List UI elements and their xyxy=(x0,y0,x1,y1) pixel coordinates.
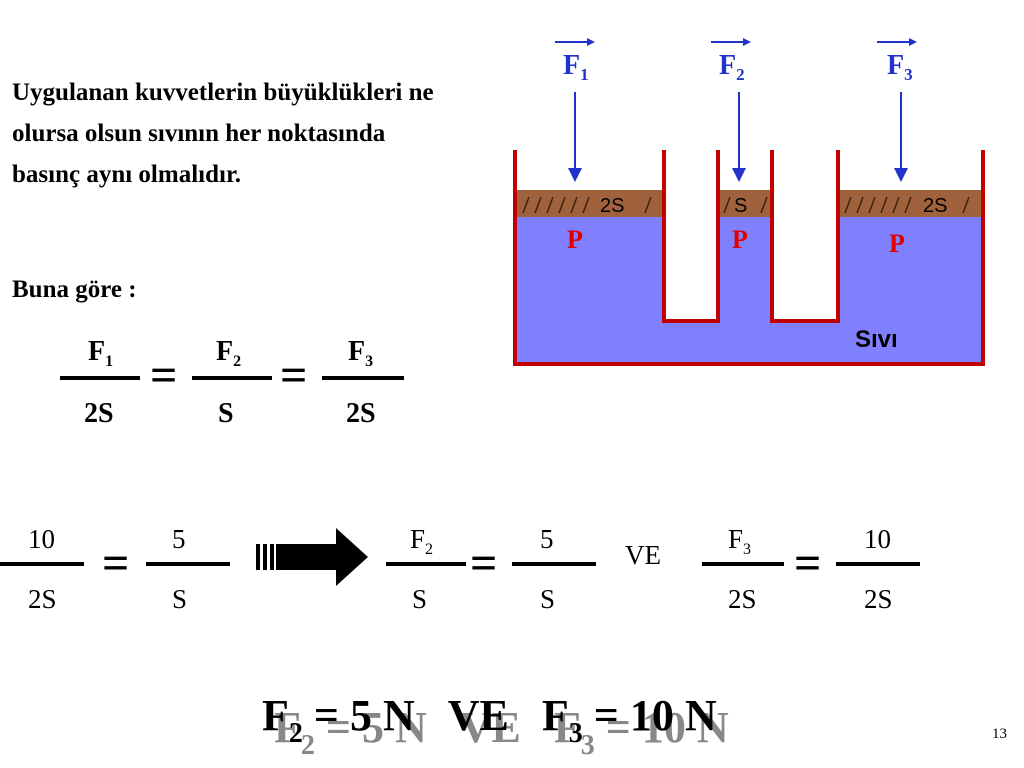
liquid-body xyxy=(515,217,983,364)
eq2-f2-num: F2 xyxy=(410,524,434,558)
force-label-3: F3 xyxy=(877,38,917,84)
svg-text:F3: F3 xyxy=(887,50,913,84)
eq2-f2-rhs-den: S xyxy=(540,584,556,614)
eq1-equals-1: = xyxy=(150,349,178,402)
eq2-left-den-2: S xyxy=(172,584,188,614)
final-result-shadow: F2 = 5 N VE F3 = 10 N xyxy=(274,703,729,761)
eq2-f3-rhs-num: 10 xyxy=(864,524,891,554)
eq2-f2-rhs-bar xyxy=(512,562,596,566)
eq2-f2-bar xyxy=(386,562,466,566)
pressure-label-1: P xyxy=(567,225,583,254)
eq2-connector-ve: VE xyxy=(625,540,661,570)
eq1-bar-3 xyxy=(322,376,404,380)
buna-gore-label: Buna göre : xyxy=(12,276,137,303)
eq2-left-den-1: 2S xyxy=(28,584,57,614)
eq1-num-3: F3 xyxy=(348,336,374,370)
final-result-text: F2 = 5 N VE F3 = 10 N xyxy=(262,691,717,749)
eq2-left-num-2: 5 xyxy=(172,524,186,554)
eq2-f3-rhs-den: 2S xyxy=(864,584,893,614)
svg-text:F2: F2 xyxy=(719,50,745,84)
eq1-bar-1 xyxy=(60,376,140,380)
eq2-f3-equals: = xyxy=(794,537,822,590)
intro-text: Uygulanan kuvvetlerin büyüklükleri ne ol… xyxy=(12,79,434,188)
eq1-equals-2: = xyxy=(280,349,308,402)
eq2-f3-rhs-bar xyxy=(836,562,920,566)
liquid-label: Sıvı xyxy=(855,326,898,353)
eq1-num-1: F1 xyxy=(88,336,114,370)
eq1-bar-2 xyxy=(192,376,272,380)
hydraulic-diagram: F1 F2 F3 2S S 2S P P P Sıvı xyxy=(513,38,985,366)
svg-text:F1: F1 xyxy=(563,50,589,84)
area-label-3: 2S xyxy=(923,195,947,217)
eq1-den-1: 2S xyxy=(84,398,114,429)
eq2-f2-equals: = xyxy=(470,537,498,590)
eq2-f2-den: S xyxy=(412,584,428,614)
pressure-label-3: P xyxy=(889,229,905,258)
eq2-f2-rhs-num: 5 xyxy=(540,524,554,554)
eq2-left-equals: = xyxy=(102,537,130,590)
force-label-1: F1 xyxy=(555,38,595,84)
eq2-left-bar-2 xyxy=(146,562,230,566)
area-label-2: S xyxy=(734,195,747,217)
eq2-left-bar-1 xyxy=(0,562,84,566)
container-walls xyxy=(513,150,985,366)
eq1-den-2: S xyxy=(218,398,234,429)
eq2-left-num-1: 10 xyxy=(28,524,55,554)
pistons xyxy=(515,190,983,217)
page-number: 13 xyxy=(992,726,1007,742)
eq1-num-2: F2 xyxy=(216,336,242,370)
eq2-f3-bar xyxy=(702,562,784,566)
implies-arrow-icon xyxy=(256,528,368,586)
force-arrows xyxy=(568,92,908,182)
force-label-2: F2 xyxy=(711,38,751,84)
eq1-den-3: 2S xyxy=(346,398,376,429)
eq2-f3-den: 2S xyxy=(728,584,757,614)
pressure-label-2: P xyxy=(732,225,748,254)
area-label-1: 2S xyxy=(600,195,624,217)
final-result: F2 = 5 N VE F3 = 10 N F2 = 5 N VE F3 = 1… xyxy=(262,690,729,761)
eq2-f3-num: F3 xyxy=(728,524,752,558)
